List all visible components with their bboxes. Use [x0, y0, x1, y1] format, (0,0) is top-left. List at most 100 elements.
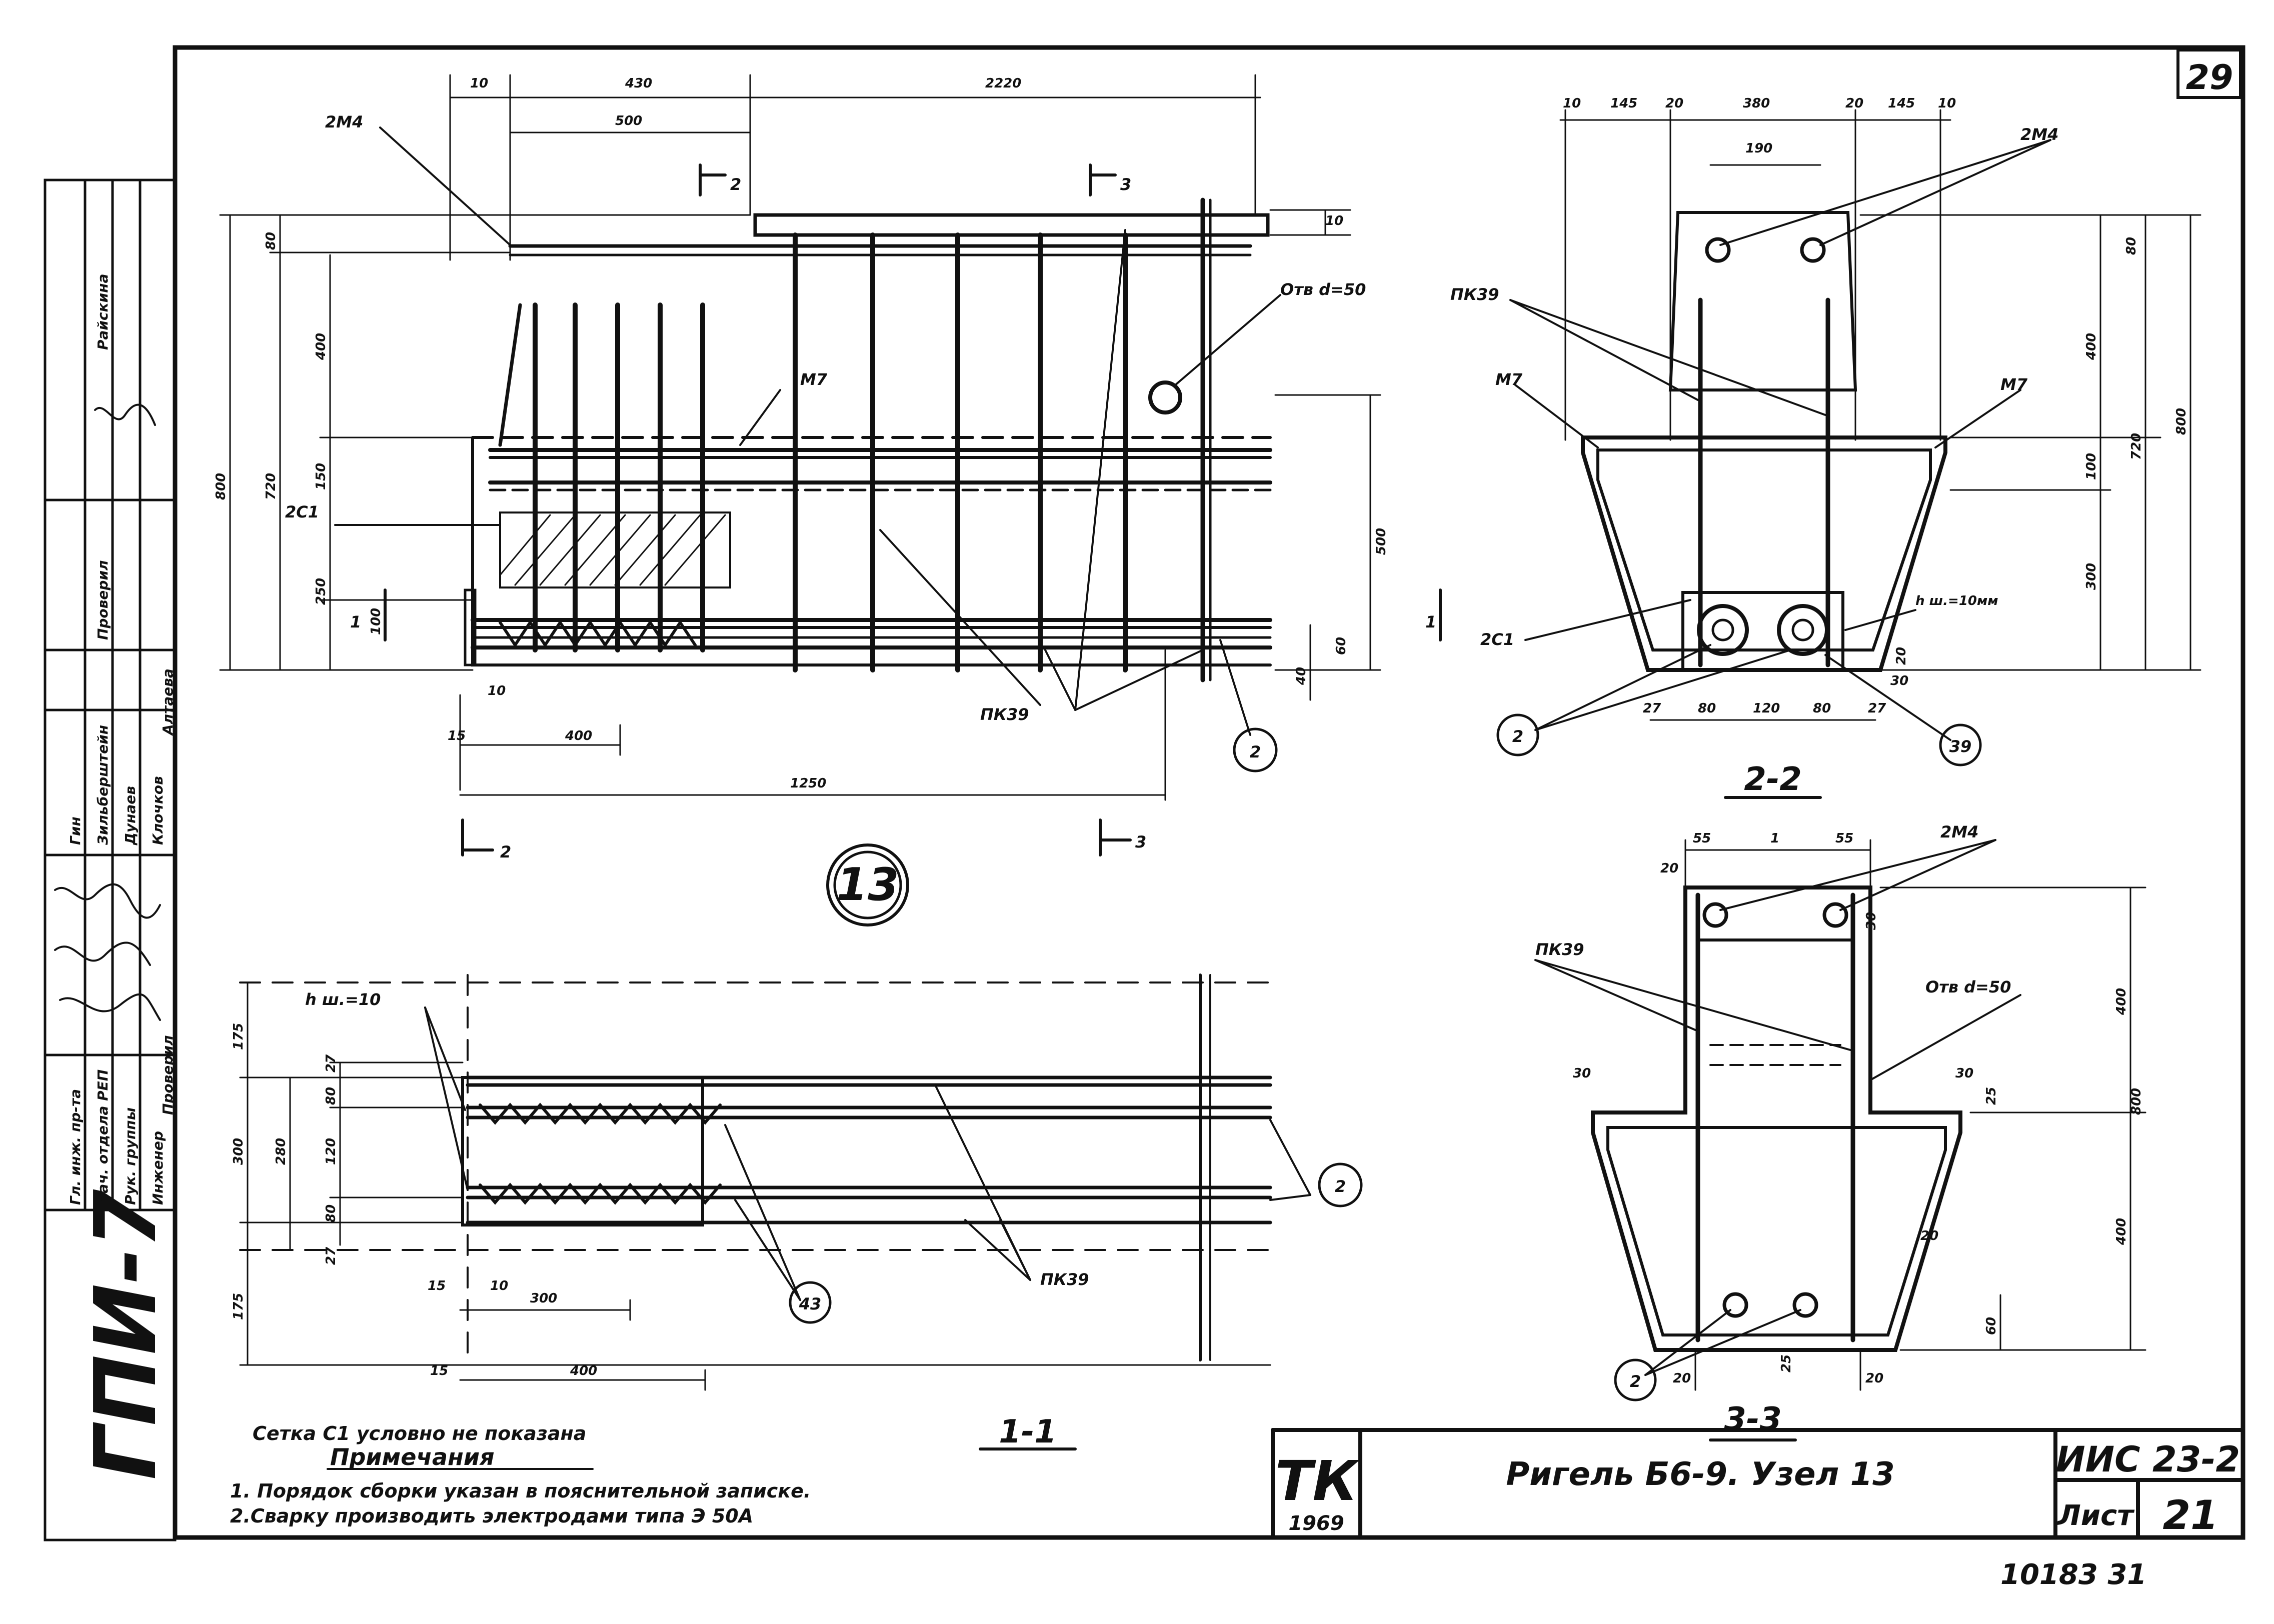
dim-s22-b3: 120 [1753, 701, 1780, 716]
dim-s11-l27a: 27 [324, 1054, 339, 1072]
dim-s33-l20: 20 [1660, 861, 1678, 876]
dim-s22-top-2: 145 [1610, 96, 1637, 111]
dim-s33-r400b: 400 [2114, 1218, 2129, 1246]
series-code: ИИС 23-2 [2056, 1439, 2240, 1480]
dim-s22-top-5: 20 [1845, 96, 1863, 111]
cut-3-top: 3 [1120, 175, 1131, 194]
dim-s11-l175b: 175 [231, 1293, 246, 1320]
dim-s22-r800: 800 [2174, 408, 2189, 435]
tk-logo: ТК [1275, 1449, 1360, 1513]
front-view [219, 74, 1442, 926]
balloon-2-sec22: 2 [1512, 727, 1523, 746]
dim-s33-top-1: 55 [1693, 831, 1711, 846]
org-stamp: ГПИ-7 [77, 1189, 176, 1480]
stamp-name-5: Алтаева [160, 668, 176, 736]
label-2m4-front: 2М4 [325, 112, 363, 132]
drawing-title: Ригель Б6-9. Узел 13 [1506, 1456, 1894, 1493]
section-3-3 [1534, 839, 2146, 1442]
dim-s11-l120: 120 [324, 1138, 339, 1165]
cut-1-right: 1 [1425, 612, 1436, 632]
label-pk39-front: ПК39 [980, 705, 1029, 724]
dim-s22-r300: 300 [2084, 563, 2099, 590]
note-2: 2.Сварку производить электродами типа Э … [230, 1505, 753, 1527]
dim-s22-b1: 27 [1643, 701, 1661, 716]
dim-s33-s25b: 25 [1779, 1354, 1794, 1372]
dim-front-40: 40 [1294, 667, 1309, 686]
dim-front-500v: 500 [1374, 528, 1389, 555]
balloon-2-front: 2 [1250, 742, 1261, 762]
title-block-frame [1271, 1428, 2245, 1540]
dim-s22-top-4: 380 [1743, 96, 1770, 111]
stamp-name-1: Гин [67, 816, 84, 845]
dim-s11-l80a: 80 [324, 1087, 339, 1105]
dim-s33-r800: 800 [2129, 1088, 2144, 1115]
dim-front-100: 100 [369, 608, 384, 635]
dim-front-250: 250 [314, 578, 329, 605]
section-1-1 [239, 974, 1363, 1470]
stamp-role-4: Инженер [150, 1131, 166, 1205]
dim-s33-s20a: 20 [1920, 1228, 1938, 1244]
dim-front-430: 430 [625, 76, 652, 91]
dim-s22-b5: 27 [1868, 701, 1886, 716]
corner-number: 29 [2186, 58, 2233, 98]
cut-3-bottom: 3 [1135, 832, 1146, 852]
label-m7-sec22-left: М7 [1495, 370, 1523, 389]
dim-s11-b15: 15 [428, 1278, 446, 1294]
dim-s11-b15b: 15 [430, 1364, 448, 1378]
dim-front-1250: 1250 [790, 776, 826, 791]
stamp-reviewer-role: Проверил [95, 560, 111, 640]
dim-front-800: 800 [214, 473, 229, 500]
dim-s22-b4: 80 [1813, 701, 1831, 716]
sheet-number: 21 [2162, 1492, 2218, 1538]
dim-s33-s20c: 20 [1865, 1371, 1883, 1386]
dim-s33-r400a: 400 [2114, 988, 2129, 1016]
dim-front-80: 80 [264, 232, 279, 250]
dim-s11-b300: 300 [530, 1291, 557, 1306]
dim-front-15: 15 [448, 728, 466, 744]
label-weld-sec22: h ш.=10мм [1915, 594, 1998, 608]
cut-2-top: 2 [730, 175, 741, 194]
label-hole-front: Отв d=50 [1280, 280, 1366, 299]
corner-box [2176, 48, 2242, 99]
label-hole-sec33: Отв d=50 [1925, 978, 2011, 996]
cut-1-left: 1 [350, 612, 361, 632]
section-2-2-title: 2-2 [1744, 761, 1802, 798]
dim-s11-l27b: 27 [324, 1246, 339, 1265]
dim-s22-r720: 720 [2129, 433, 2144, 460]
balloon-43: 43 [799, 1294, 822, 1314]
balloon-2-sec11: 2 [1335, 1177, 1346, 1196]
cut-2-bottom: 2 [500, 842, 511, 862]
dim-s22-r80: 80 [2124, 237, 2139, 255]
dim-s22-side20: 20 [1894, 647, 1909, 665]
stamp-name-3: Дунаев [122, 786, 139, 846]
dim-s22-top-1: 10 [1563, 96, 1581, 111]
dim-s11-l80b: 80 [324, 1204, 339, 1222]
dim-s22-side30: 30 [1890, 674, 1908, 688]
label-m7-front: М7 [800, 370, 828, 389]
stamp-name-2: Зильберштейн [95, 725, 111, 846]
tk-year: 1969 [1288, 1512, 1344, 1535]
label-weld-sec11: h ш.=10 [305, 990, 381, 1009]
node-label: 13 [836, 858, 899, 911]
dim-s11-b400: 400 [570, 1364, 597, 1378]
dim-s33-s30a: 30 [1955, 1066, 1973, 1081]
dim-s33-l30: 30 [1573, 1066, 1591, 1081]
dim-s33-r60: 60 [1984, 1317, 1999, 1335]
balloon-39: 39 [1949, 737, 1972, 756]
stamp-role-5: Проверил [160, 1035, 176, 1115]
dim-s22-r400: 400 [2084, 333, 2099, 360]
label-2c1-front: 2С1 [285, 502, 319, 522]
stamp-role-1: Гл. инж. пр-та [67, 1089, 84, 1205]
dim-front-720: 720 [264, 473, 279, 500]
dim-front-500: 500 [615, 114, 642, 128]
dim-front-10b: 10 [488, 684, 506, 698]
dim-front-50: 10 [1325, 214, 1343, 228]
dim-s33-s25a: 25 [1984, 1087, 1999, 1105]
dim-s33-s20b: 20 [1673, 1371, 1691, 1386]
dim-s11-l280: 280 [274, 1138, 289, 1165]
inventory-number: 10183 31 [2000, 1558, 2146, 1591]
dim-s33-s30b: 30 [1864, 912, 1879, 930]
balloon-2-sec33: 2 [1630, 1372, 1641, 1391]
dim-front-60: 60 [1334, 637, 1349, 655]
